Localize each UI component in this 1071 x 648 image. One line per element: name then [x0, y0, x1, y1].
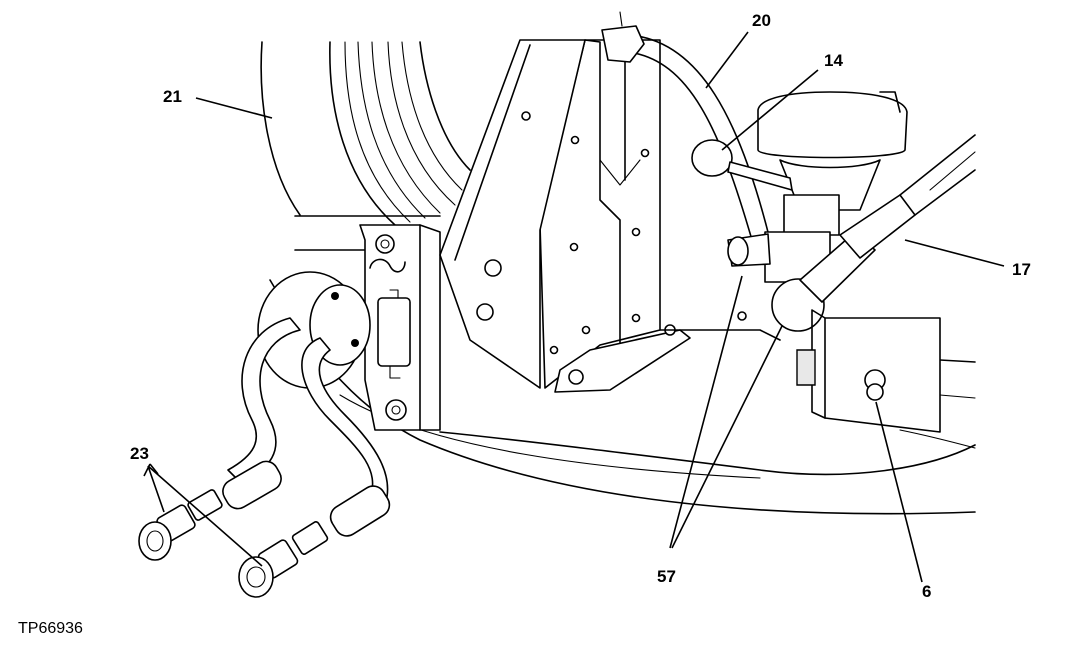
leader-14	[721, 69, 819, 151]
callout-57: 57	[657, 567, 676, 586]
callout-17: 17	[1012, 260, 1031, 279]
leader-21	[195, 97, 273, 119]
rubber-strap	[601, 11, 771, 241]
side-box	[796, 309, 941, 433]
callout-20: 20	[752, 11, 771, 30]
filter-housing	[757, 91, 908, 236]
tank-outline	[260, 41, 471, 226]
leader-57	[669, 275, 783, 549]
leader-23	[147, 465, 263, 567]
callout-21: 21	[163, 87, 182, 106]
floor-bracket	[554, 311, 781, 393]
left-bracket	[359, 224, 441, 431]
callout-23: 23	[130, 444, 149, 463]
leader-lines	[143, 31, 1005, 583]
leader-17	[904, 239, 1005, 267]
leader-23-arrow	[143, 463, 159, 477]
callout-14: 14	[824, 51, 843, 70]
valve-body	[727, 134, 976, 332]
bracket-arm	[439, 39, 586, 389]
leader-6	[875, 401, 923, 583]
callout-6: 6	[922, 582, 932, 601]
figure-id-label: TP66936	[18, 620, 83, 637]
leader-20	[705, 31, 749, 89]
hose-assembly	[138, 317, 391, 598]
